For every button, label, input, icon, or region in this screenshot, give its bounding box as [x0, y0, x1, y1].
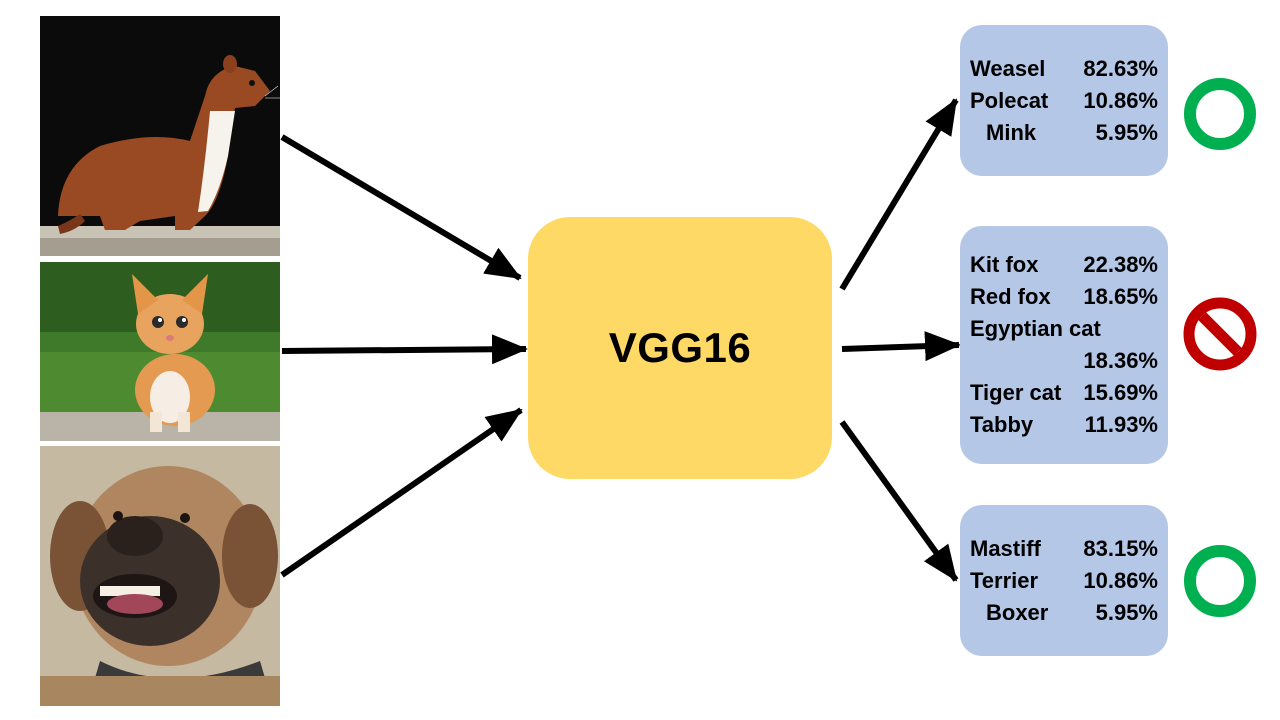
arrow-weasel-to-model [280, 134, 522, 281]
green-circle-icon [1183, 77, 1257, 151]
prediction-confidence: 18.36% [1083, 348, 1158, 373]
mastiff-result-box: Mastiff 83.15% Terrier 10.86% Boxer 5.95… [960, 505, 1168, 656]
prediction-confidence: 11.93% [1084, 412, 1158, 437]
prediction-confidence: 22.38% [1083, 252, 1158, 277]
prediction-row: Kit fox 22.38% [970, 249, 1158, 281]
prediction-row: Terrier 10.86% [970, 565, 1158, 597]
prediction-confidence: 10.86% [1083, 87, 1158, 113]
red-prohibited-icon [1183, 297, 1257, 371]
prediction-confidence: 83.15% [1083, 535, 1158, 561]
prediction-row: Mink 5.95% [970, 117, 1158, 149]
prediction-row: Weasel 82.63% [970, 53, 1158, 85]
kitten-photo [40, 262, 280, 441]
prediction-row: Polecat 10.86% [970, 85, 1158, 117]
prediction-label: Red fox [970, 284, 1051, 309]
prediction-label: Boxer [986, 599, 1049, 625]
prediction-label: Kit fox [970, 252, 1039, 277]
prediction-confidence: 18.65% [1083, 284, 1158, 309]
arrow-kitten-to-model [281, 334, 528, 365]
prediction-label: Weasel [970, 55, 1046, 81]
prediction-row: Boxer 5.95% [970, 597, 1158, 629]
prediction-row: Tabby 11.93% [970, 409, 1158, 441]
prediction-label: Mink [986, 119, 1037, 145]
weasel-result-box: Weasel 82.63% Polecat 10.86% Mink 5.95% [960, 25, 1168, 176]
arrow-dog-to-model [280, 407, 523, 578]
prediction-row: Red fox 18.65% [970, 281, 1158, 313]
prediction-row: Mastiff 83.15% [970, 533, 1158, 565]
prediction-label: Terrier [970, 567, 1039, 593]
prediction-label: Tabby [970, 412, 1034, 437]
prediction-row: Egyptian cat 18.36% [970, 313, 1158, 377]
prediction-label: Polecat [970, 87, 1049, 113]
prediction-label: Mastiff [970, 535, 1041, 561]
vgg16-model-box: VGG16 [528, 217, 832, 479]
arrow-model-to-cat-result [841, 331, 961, 362]
prediction-confidence: 5.95% [1095, 119, 1158, 145]
weasel-photo [40, 16, 280, 256]
arrow-model-to-dog-result [839, 420, 959, 582]
mastiff-photo [40, 446, 280, 706]
green-circle-icon [1183, 544, 1257, 618]
prediction-confidence: 10.86% [1083, 567, 1158, 593]
prediction-confidence: 5.95% [1095, 599, 1158, 625]
arrow-model-to-weasel-result [839, 98, 959, 291]
model-label: VGG16 [608, 324, 752, 371]
prediction-label: Tiger cat [970, 380, 1062, 405]
prediction-confidence: 82.63% [1083, 55, 1158, 81]
kitten-result-box: Kit fox 22.38% Red fox 18.65% Egyptian c… [960, 226, 1168, 464]
prediction-label: Egyptian cat [970, 316, 1101, 341]
prediction-confidence: 15.69% [1083, 380, 1158, 405]
prediction-row: Tiger cat 15.69% [970, 377, 1158, 409]
